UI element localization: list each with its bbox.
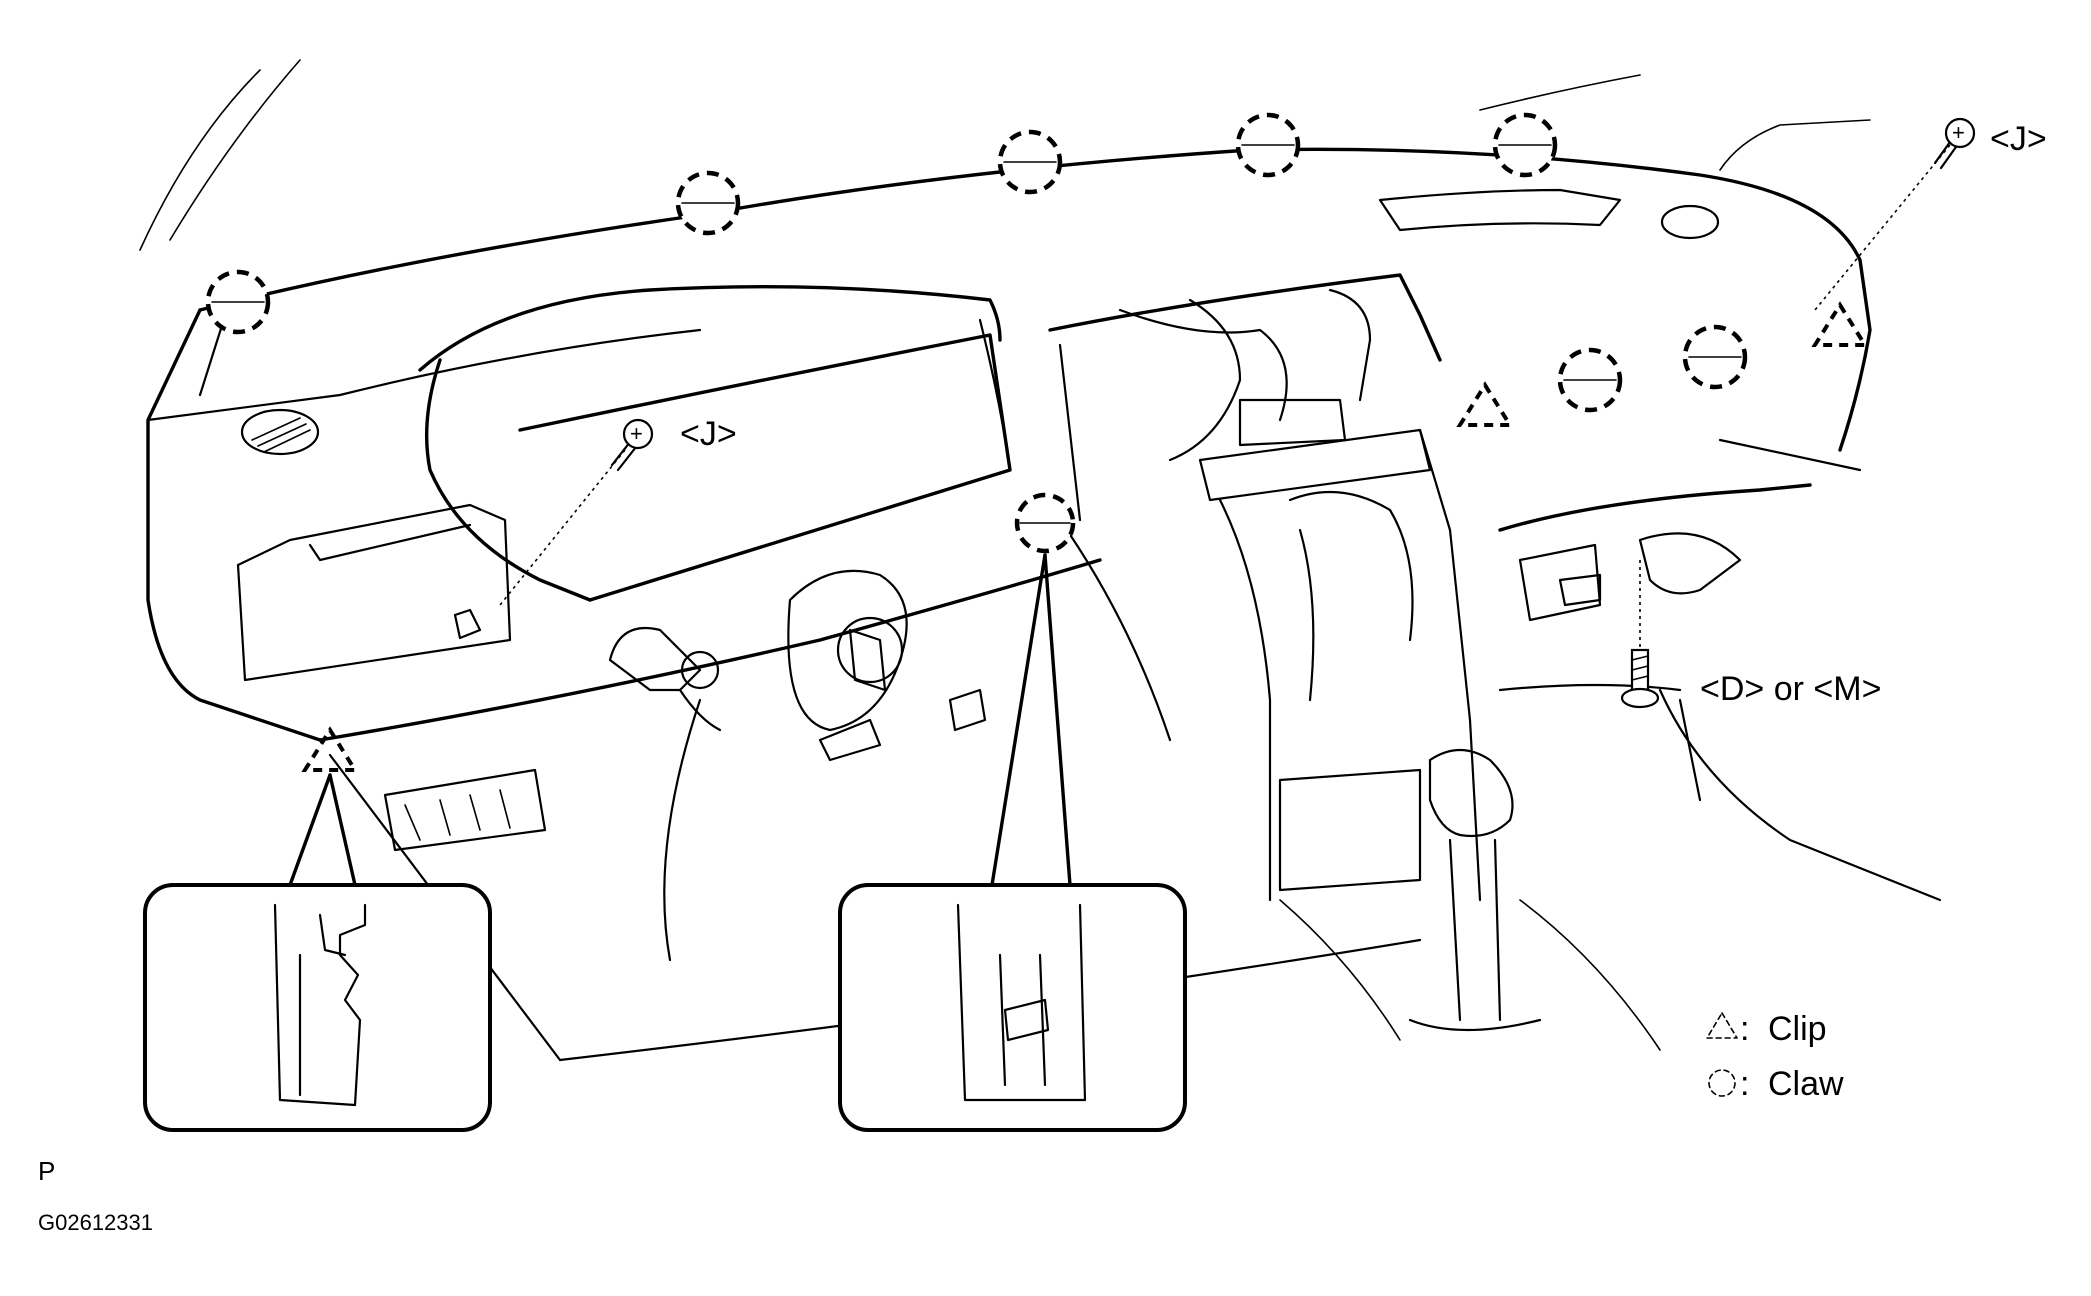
svg-text::: : (1740, 1065, 1749, 1103)
claw-markers (205, 112, 1748, 554)
leader-lines (499, 144, 1951, 650)
claw-marker (1492, 112, 1558, 178)
shift-lever (1278, 490, 1542, 1032)
screw-j-right-label: <J> (1990, 120, 2047, 158)
figure-id: G02612331 (38, 1210, 153, 1235)
claw-legend-symbol (1708, 1069, 1736, 1097)
screw-right: + (1933, 117, 1976, 170)
legend: : Clip : Claw (1706, 1010, 1844, 1103)
floor-lines (1279, 899, 1661, 1051)
clip-marker (1811, 301, 1869, 347)
claw-marker (675, 170, 741, 236)
clip-legend-symbol (1706, 1012, 1738, 1039)
clip-legend-label: Clip (1768, 1010, 1827, 1048)
claw-marker (1557, 347, 1623, 413)
svg-text::: : (1740, 1010, 1749, 1048)
clip-marker (301, 726, 359, 772)
bolt-dm (1620, 648, 1660, 709)
claw-marker (205, 269, 271, 335)
clip-markers (301, 301, 1869, 772)
claw-marker (1235, 112, 1301, 178)
center-cavity (1048, 273, 1482, 902)
steering-column (608, 569, 987, 762)
detail-callouts (288, 553, 1072, 887)
claw-detail-box (838, 883, 1187, 1132)
clip-detail-box (143, 883, 492, 1132)
screw-j-left-label: <J> (680, 415, 737, 453)
bolt-dm-label: <D> or <M> (1700, 670, 1881, 708)
dashboard-body (146, 147, 1872, 742)
screw-left: + (610, 418, 654, 472)
claw-marker (997, 129, 1063, 195)
clip-marker (1456, 381, 1514, 427)
svg-text:+: + (630, 421, 643, 446)
windshield-lines (139, 59, 1871, 251)
passenger-side (1498, 438, 1942, 902)
left-vent (240, 408, 320, 456)
claw-marker (1014, 492, 1076, 554)
claw-legend-label: Claw (1768, 1065, 1844, 1103)
svg-text:+: + (1952, 120, 1965, 145)
claw-marker (1682, 324, 1748, 390)
left-switch-panel (236, 503, 547, 852)
page-marker: P (38, 1156, 55, 1186)
